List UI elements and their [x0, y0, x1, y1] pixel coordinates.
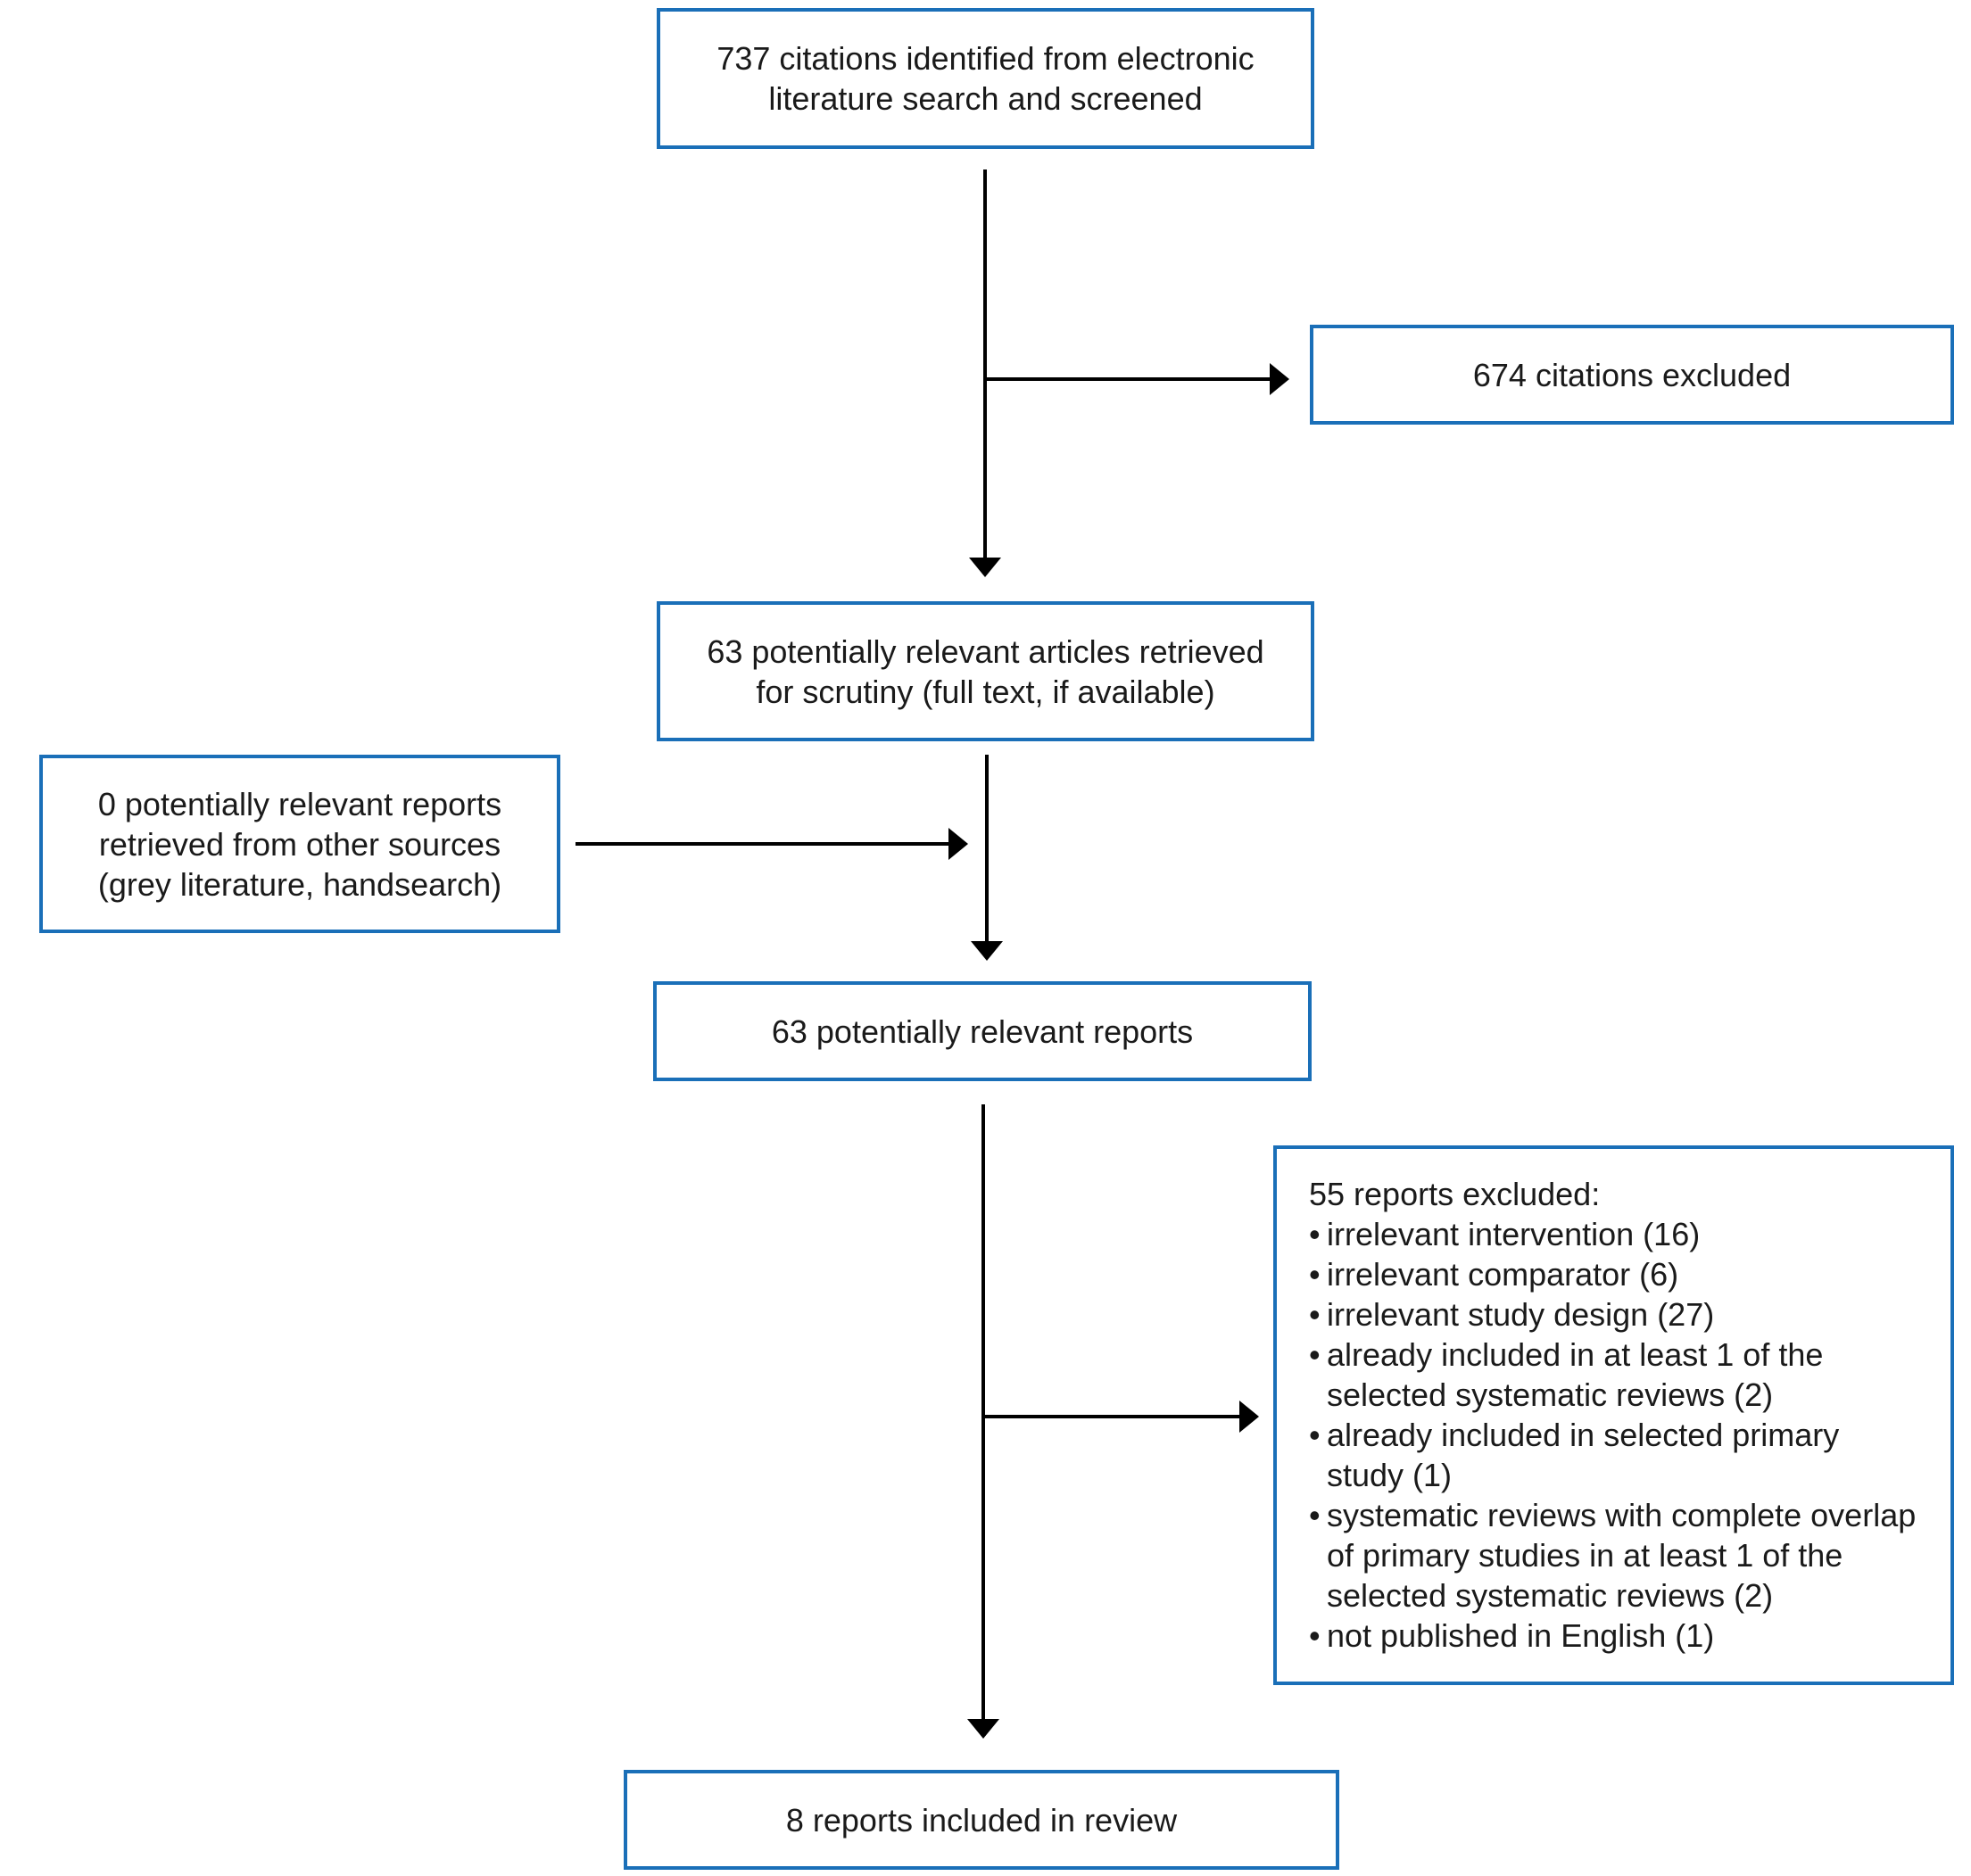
relevant-reports-text: 63 potentially relevant reports	[771, 1012, 1194, 1050]
exclusion-reason: already included in at least 1 of the se…	[1309, 1335, 1918, 1415]
other-sources-line-2: retrieved from other sources	[98, 825, 501, 863]
exclusion-reason: already included in selected primary stu…	[1309, 1415, 1918, 1495]
arrowhead-retrieved-to-relevant	[971, 941, 1003, 961]
identified-line-2: literature search and screened	[768, 80, 1203, 117]
arrowhead-identified-to-retrieved	[969, 558, 1001, 577]
box-reports-excluded: 55 reports excluded: irrelevant interven…	[1273, 1145, 1954, 1685]
other-sources-line-1: 0 potentially relevant reports	[97, 785, 502, 822]
exclusion-reason: irrelevant study design (27)	[1309, 1294, 1918, 1335]
exclusion-reason: irrelevant intervention (16)	[1309, 1214, 1918, 1254]
box-reports-included: 8 reports included in review	[624, 1770, 1339, 1870]
box-other-sources: 0 potentially relevant reports retrieved…	[39, 755, 560, 933]
excluded-reports-heading: 55 reports excluded:	[1309, 1176, 1601, 1212]
other-sources-line-3: (grey literature, handsearch)	[97, 865, 502, 903]
exclusion-reason: irrelevant comparator (6)	[1309, 1254, 1918, 1294]
retrieved-line-2: for scrutiny (full text, if available)	[756, 673, 1215, 710]
arrowhead-to-excluded-reports	[1239, 1401, 1259, 1433]
identified-line-1: 737 citations identified from electronic	[716, 40, 1255, 77]
exclusion-reason: not published in English (1)	[1309, 1616, 1918, 1656]
box-citations-excluded: 674 citations excluded	[1310, 325, 1954, 425]
exclusion-reason: systematic reviews with complete overlap…	[1309, 1495, 1918, 1616]
box-relevant-reports: 63 potentially relevant reports	[653, 981, 1312, 1081]
box-articles-retrieved: 63 potentially relevant articles retriev…	[657, 601, 1314, 741]
arrowhead-to-excluded-citations	[1270, 363, 1289, 395]
excluded-citations-text: 674 citations excluded	[1472, 356, 1792, 393]
arrowhead-other-sources	[948, 828, 968, 860]
box-citations-identified: 737 citations identified from electronic…	[657, 8, 1314, 149]
exclusion-reasons-list: irrelevant intervention (16) irrelevant …	[1309, 1214, 1918, 1656]
arrowhead-relevant-to-included	[967, 1719, 999, 1739]
retrieved-line-1: 63 potentially relevant articles retriev…	[707, 632, 1264, 670]
included-text: 8 reports included in review	[785, 1801, 1178, 1839]
